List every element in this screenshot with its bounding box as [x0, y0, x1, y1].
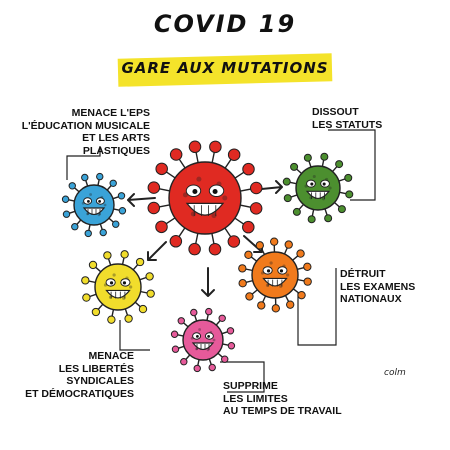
green-virus: [282, 152, 354, 224]
pink-virus: [170, 307, 236, 373]
connector-bottom-left: [119, 320, 150, 351]
label-mid-right: DÉTRUIT LES EXAMENS NATIONAUX: [340, 268, 416, 305]
orange-virus: [238, 237, 312, 313]
arrow-down-left: [147, 241, 167, 261]
connector-top-right: [328, 129, 376, 201]
label-top-left: MENACE L'EPS L'ÉDUCATION MUSICALE ET LES…: [21, 107, 150, 157]
subtitle: GARE AUX MUTATIONS: [121, 59, 329, 77]
label-top-right: DISSOUT LES STATUTS: [312, 106, 383, 131]
arrow-left: [127, 193, 156, 207]
connector-mid-right: [297, 268, 337, 346]
blue-virus: [61, 172, 127, 238]
connector-top-left: [66, 146, 101, 180]
center-red-virus: [147, 140, 263, 256]
connector-bottom-center: [220, 361, 265, 393]
yellow-virus: [81, 250, 155, 324]
title: COVID 19: [153, 10, 297, 38]
label-bottom-left: MENACE LES LIBERTÉS SYNDICALES ET DÉMOCR…: [25, 350, 134, 400]
artist-signature: colm: [384, 368, 406, 378]
label-bottom-center: SUPPRIME LES LIMITES AU TEMPS DE TRAVAIL: [223, 380, 342, 417]
arrow-down: [201, 267, 215, 297]
